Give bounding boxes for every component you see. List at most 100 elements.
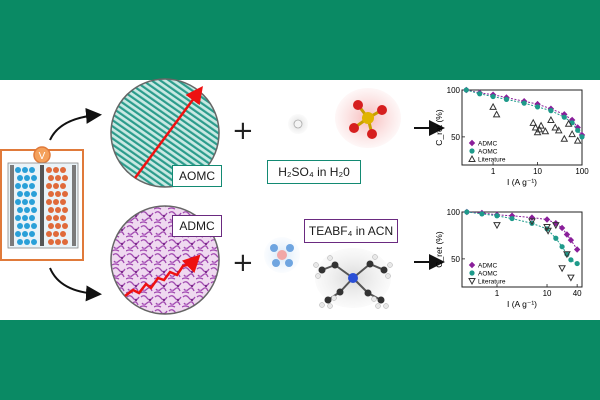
data-point — [568, 130, 576, 138]
straight-ion-path-arrow — [133, 85, 203, 179]
anion-dot — [29, 215, 35, 221]
plus-sign-bottom: + — [232, 248, 254, 278]
anion-dot — [24, 223, 30, 229]
anion-dot — [22, 183, 28, 189]
data-point — [528, 218, 536, 226]
data-point — [568, 257, 574, 263]
tetraethylammonium-ion-icon — [313, 248, 393, 309]
data-point — [535, 125, 544, 133]
sulfate-ion-icon — [335, 88, 401, 148]
anion-dot — [15, 183, 21, 189]
anion-dot — [17, 191, 23, 197]
data-point — [521, 100, 527, 106]
series-aomc — [463, 87, 585, 140]
y-axis-label: C_ret (%) — [434, 109, 444, 146]
data-point — [463, 87, 469, 93]
anion-dot — [22, 231, 28, 237]
anion-dot — [31, 223, 37, 229]
x-tick-label: 100 — [575, 167, 589, 176]
data-point — [464, 209, 470, 215]
legend-marker — [469, 270, 475, 276]
y-tick-label: 50 — [451, 255, 460, 264]
legend-label: AOMC — [478, 149, 498, 156]
data-point — [534, 104, 541, 110]
tortuous-ion-path-arrow — [124, 254, 201, 297]
anion-dot — [24, 191, 30, 197]
data-point — [564, 119, 573, 127]
data-point — [503, 96, 510, 102]
anion-dot — [17, 239, 23, 245]
cation-dot — [60, 167, 66, 173]
data-point — [541, 127, 550, 135]
anion-dot — [29, 231, 35, 237]
positive-electrode-ions — [46, 167, 68, 245]
cation-dot — [48, 239, 54, 245]
cation-dot — [46, 215, 52, 221]
cation-dot — [62, 239, 68, 245]
anion-dot — [17, 207, 23, 213]
data-point — [573, 136, 582, 144]
tetrafluoroborate-ion-icon — [264, 237, 300, 273]
top-band — [0, 0, 600, 80]
anion-dot — [29, 167, 35, 173]
cation-dot — [62, 223, 68, 229]
proton-ion-icon — [288, 114, 308, 134]
supercapacitor-cell: V — [0, 146, 84, 261]
data-point — [494, 213, 500, 219]
data-point — [558, 265, 566, 273]
anion-dot — [22, 199, 28, 205]
bottom-band — [0, 320, 600, 400]
voltage-symbol: V — [39, 151, 46, 162]
data-point — [531, 123, 540, 131]
plus-sign-top: + — [232, 116, 254, 146]
anion-dot — [24, 239, 30, 245]
admc-label: ADMC — [172, 215, 222, 237]
y-tick-label: 100 — [447, 86, 461, 95]
aomc-structure-image — [110, 78, 220, 188]
separator — [40, 165, 44, 246]
series-literature — [493, 218, 575, 282]
negative-electrode-ions — [15, 167, 37, 245]
anion-dot — [15, 215, 21, 221]
data-point — [492, 110, 501, 118]
legend-marker — [468, 139, 476, 147]
cation-dot — [48, 223, 54, 229]
x-tick-label: 10 — [543, 289, 552, 298]
cation-dot — [60, 215, 66, 221]
data-point — [479, 211, 485, 217]
data-point — [547, 115, 555, 123]
data-point — [579, 134, 585, 140]
x-tick-label: 40 — [573, 289, 582, 298]
x-axis-label: I (A g⁻¹) — [507, 177, 537, 187]
cation-dot — [48, 207, 54, 213]
cation-dot — [55, 223, 61, 229]
data-point — [558, 224, 566, 232]
cation-dot — [55, 239, 61, 245]
cation-dot — [53, 183, 59, 189]
anion-dot — [31, 207, 37, 213]
cation-dot — [53, 167, 59, 173]
data-point — [574, 260, 580, 267]
anion-dot — [15, 231, 21, 237]
data-point — [548, 108, 554, 114]
data-point — [493, 222, 501, 230]
organic-electrolyte-label: TEABF₄ in ACN — [304, 219, 398, 243]
series-literature — [489, 102, 582, 144]
data-point — [553, 235, 559, 241]
series-line — [466, 89, 583, 136]
arrow-to-aomc — [49, 107, 102, 141]
data-point — [567, 274, 575, 282]
data-point — [529, 118, 538, 126]
cation-dot — [53, 231, 59, 237]
cation-dot — [53, 215, 59, 221]
legend-label: AOMC — [478, 271, 498, 278]
anion-dot — [15, 199, 21, 205]
data-point — [559, 244, 565, 250]
data-point — [568, 116, 576, 124]
cation-dot — [55, 175, 61, 181]
cation-dot — [46, 167, 52, 173]
legend-label: ADMC — [478, 141, 497, 148]
legend-label: ADMC — [478, 263, 497, 270]
anion-dot — [15, 167, 21, 173]
y-tick-label: 50 — [451, 133, 460, 142]
